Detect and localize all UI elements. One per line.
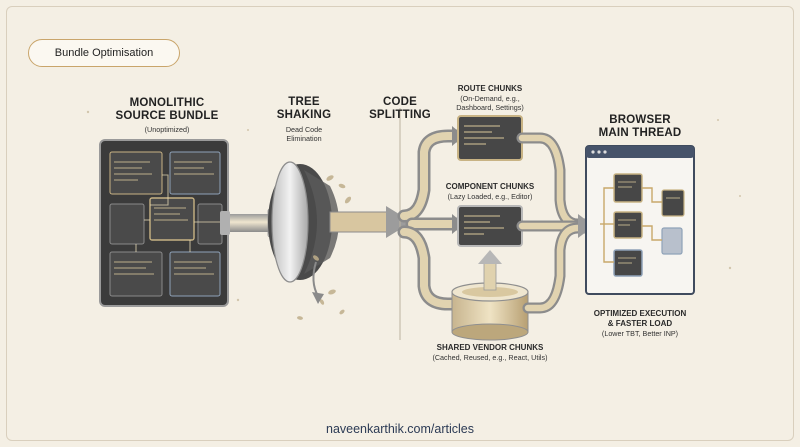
route-chunks-sub-line2: Dashboard, Settings) [456, 103, 524, 112]
result-title-line1: OPTIMIZED EXECUTION [593, 309, 687, 318]
monolith-bundle-panel [99, 139, 229, 307]
split-branches [397, 129, 465, 311]
main-flow-pipe [329, 206, 412, 238]
browser-window [585, 145, 695, 295]
vendor-chunks-title: SHARED VENDOR CHUNKS [436, 343, 544, 352]
code-splitting-title-line1: CODE [382, 96, 418, 108]
monolith-title-line1: MONOLITHIC [129, 97, 205, 109]
footer-url[interactable]: naveenkarthik.com/articles [326, 422, 474, 436]
title-badge: Bundle Optimisation [28, 39, 180, 67]
tree-shaking-sub-line1: Dead Code [285, 125, 323, 134]
dead-code-drop-arrowhead [312, 292, 324, 304]
vendor-cache-cylinder [451, 282, 529, 341]
component-chunk-box [457, 205, 523, 247]
result-title-line2: & FASTER LOAD [607, 319, 673, 328]
vendor-chunks-sub: (Cached, Reused, e.g., React, Utils) [432, 353, 548, 362]
browser-title-line1: BROWSER [609, 114, 671, 126]
route-chunk-box [457, 115, 523, 161]
merge-branches [516, 132, 592, 314]
tree-shaking-title-line2: SHAKING [276, 109, 332, 121]
route-chunks-title: ROUTE CHUNKS [457, 84, 523, 93]
monolith-title-line2: SOURCE BUNDLE [115, 110, 219, 122]
browser-title-line2: MAIN THREAD [598, 127, 682, 139]
monolith-subtitle: (Unoptimized) [144, 125, 190, 134]
outer-frame [6, 6, 794, 441]
sparkles [86, 110, 741, 302]
tree-shaking-sub-line2: Elimination [286, 134, 322, 143]
component-chunks-sub: (Lazy Loaded, e.g., Editor) [447, 192, 533, 201]
vendor-up-arrow [478, 250, 502, 291]
route-chunks-sub-line1: (On-Demand, e.g., [460, 94, 520, 103]
code-splitting-title-line2: SPLITTING [369, 109, 431, 121]
dead-code-leaves [297, 175, 352, 320]
component-chunks-title: COMPONENT CHUNKS [445, 182, 535, 191]
tree-shaking-filter-disc [268, 161, 339, 283]
result-sub: (Lower TBT, Better INP) [601, 329, 679, 338]
tree-shaking-title-line1: TREE [288, 96, 320, 108]
